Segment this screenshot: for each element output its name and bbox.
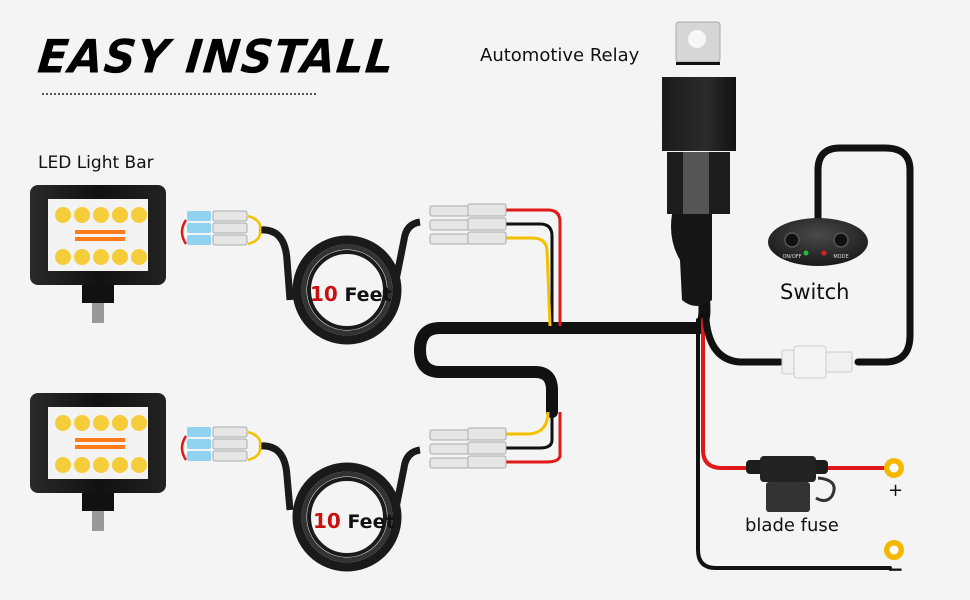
positive-label: + — [888, 480, 904, 501]
mode-button — [833, 232, 849, 248]
red-indicator-icon — [821, 250, 827, 256]
on-off-button — [784, 232, 800, 248]
negative-label: − — [887, 557, 904, 581]
spade-connectors-upper-right — [429, 203, 507, 245]
cable-length-unit: Feet — [347, 511, 395, 533]
spade-connectors-lower-right — [429, 427, 507, 469]
lower-branch-wires — [505, 411, 562, 464]
negative-ring-terminal — [884, 540, 904, 560]
switch-label: Switch — [780, 280, 850, 304]
cable-coil-upper — [259, 218, 421, 345]
cable-length-number: 10 — [313, 509, 341, 533]
switch-mode-label: MODE — [833, 254, 848, 260]
led-light-bar-lower — [30, 393, 166, 531]
switch-device — [768, 218, 868, 266]
blue-connectors-lower — [180, 426, 262, 462]
relay-label: Automotive Relay — [480, 45, 640, 66]
main-harness — [414, 144, 914, 570]
blade-fuse-holder — [746, 456, 836, 512]
title-divider — [42, 93, 316, 95]
positive-ring-terminal — [884, 458, 904, 478]
led-light-bar-upper — [30, 185, 166, 323]
cable-coil-lower — [259, 442, 421, 572]
cable-length-number: 10 — [310, 282, 338, 306]
switch-onoff-label: ON/OFF — [782, 254, 801, 260]
cable-length-unit: Feet — [344, 284, 392, 306]
cable-length-lower: 10 Feet — [313, 509, 395, 533]
led-light-bar-label: LED Light Bar — [38, 153, 154, 173]
blade-fuse-label: blade fuse — [745, 515, 839, 536]
upper-branch-wires — [505, 208, 562, 327]
blue-connectors-upper — [180, 210, 262, 246]
switch-plug-connector — [781, 345, 853, 379]
automotive-relay — [662, 21, 736, 306]
page-title: EASY INSTALL — [35, 30, 398, 85]
cable-length-upper: 10 Feet — [310, 282, 392, 306]
green-indicator-icon — [803, 250, 809, 256]
